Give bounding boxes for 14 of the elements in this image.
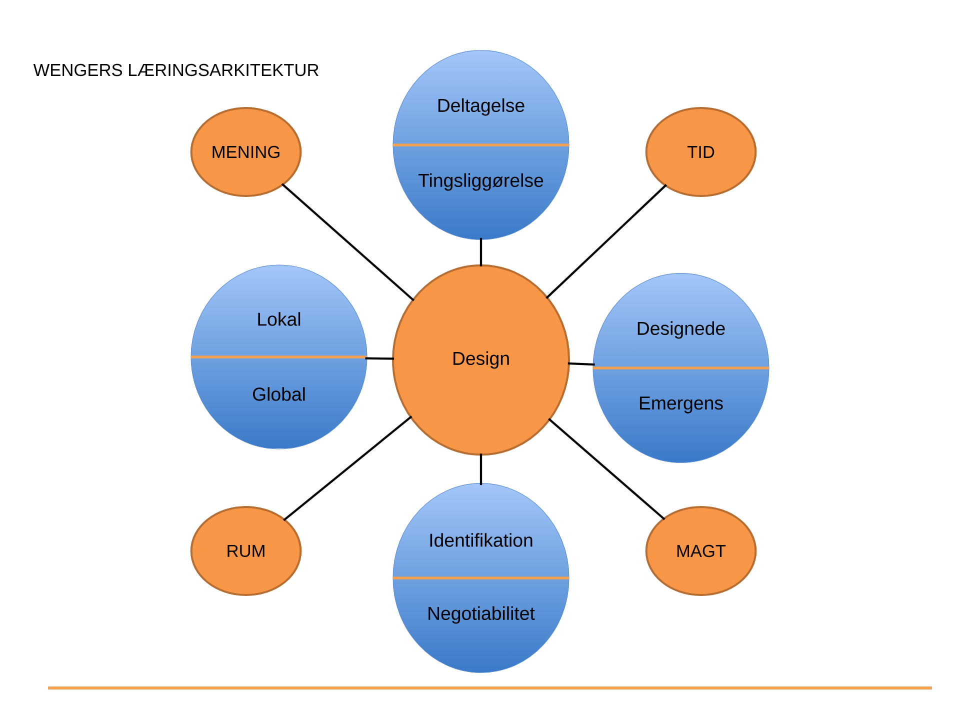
connector-line	[365, 357, 394, 360]
connector-line	[283, 416, 412, 522]
oval-node: MAGT	[645, 506, 757, 596]
connector-line	[568, 362, 595, 366]
connector-line	[281, 183, 415, 302]
oval-node: MENING	[190, 107, 302, 197]
connector-line	[546, 184, 668, 299]
connector-line	[480, 454, 482, 486]
connector-line	[548, 418, 666, 520]
connector-line	[480, 238, 482, 266]
oval-node: TID	[645, 107, 757, 197]
title: WENGERS LÆRINGSARKITEKTUR	[33, 64, 318, 76]
circle-node: Design	[392, 264, 570, 456]
oval-node: RUM	[190, 506, 302, 596]
